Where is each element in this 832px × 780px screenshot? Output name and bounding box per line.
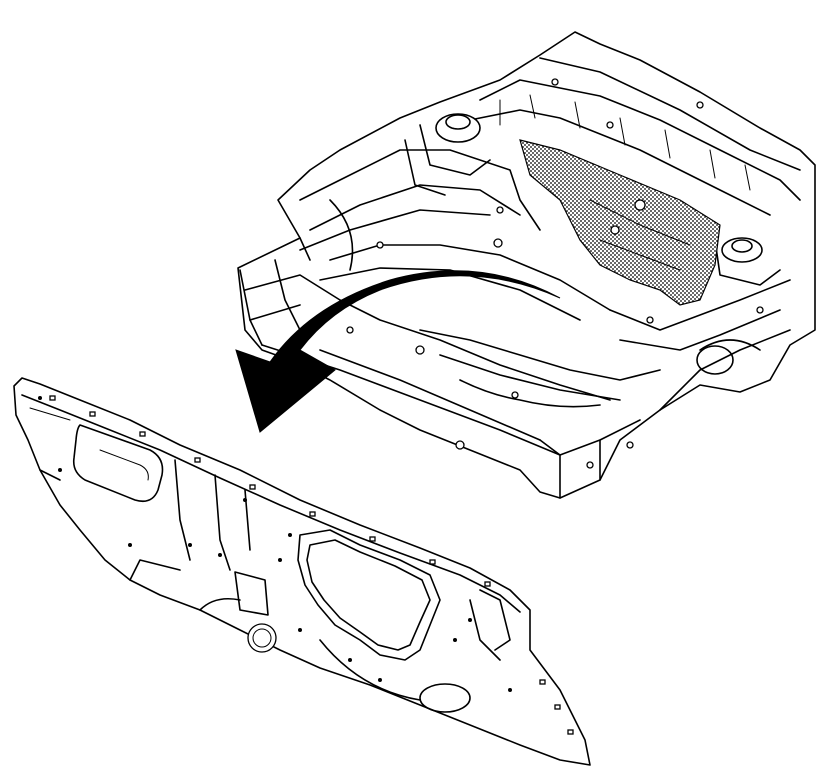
dash-square-pad: [234, 571, 269, 616]
dash-panel: [13, 377, 591, 766]
flange-holes: [49, 395, 574, 735]
right-frame-rail: [609, 279, 791, 331]
dash-bolt-holes: [38, 396, 512, 692]
curved-arrow-icon: [235, 270, 561, 433]
dash-center-opening: [297, 529, 441, 661]
front-body-structure: [237, 31, 816, 499]
left-frame-rail: [329, 244, 611, 311]
body-outline: [237, 31, 816, 499]
cowl-lower: [469, 109, 771, 216]
left-strut-tower: [435, 113, 481, 143]
right-strut-tower: [721, 237, 763, 263]
cowl-panel: [479, 79, 801, 201]
sound-insulator: [519, 139, 721, 306]
left-upper-rail: [299, 149, 541, 231]
radiator-support: [244, 274, 611, 401]
cowl-top: [539, 57, 801, 171]
dash-round-opening: [247, 623, 277, 653]
body-holes: [346, 78, 764, 469]
dash-left-opening: [72, 424, 164, 503]
front-crossmember: [419, 329, 661, 381]
